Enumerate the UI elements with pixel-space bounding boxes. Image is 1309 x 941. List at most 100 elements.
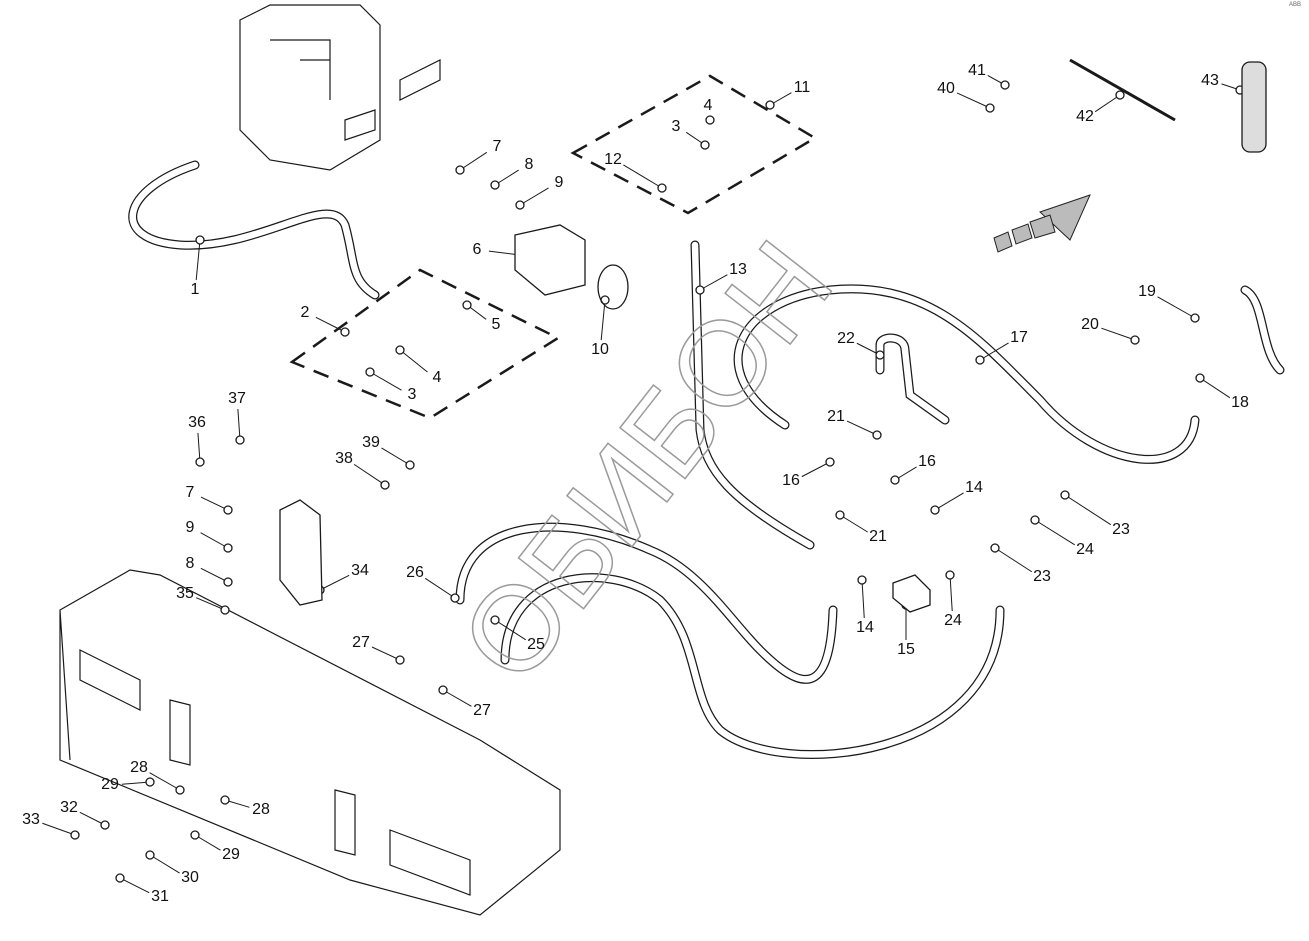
fittings xyxy=(70,58,1267,883)
callout-8: 8 xyxy=(525,156,534,173)
callout-15: 15 xyxy=(897,641,915,658)
callout-31: 31 xyxy=(151,888,169,905)
leader-line xyxy=(442,689,472,707)
hose xyxy=(1240,285,1285,375)
callout-4: 4 xyxy=(433,369,442,386)
callout-35: 35 xyxy=(176,585,194,602)
callout-43: 43 xyxy=(1201,72,1219,89)
callout-22: 22 xyxy=(837,330,855,347)
fitting-part xyxy=(175,785,185,795)
kit-box-2 xyxy=(289,268,561,420)
fitting-part xyxy=(1130,335,1140,345)
fitting-part xyxy=(195,235,205,245)
watermark-text: ОБИБОН xyxy=(435,217,858,706)
callout-28: 28 xyxy=(130,759,148,776)
tie-strap xyxy=(1069,58,1176,122)
fitting-part xyxy=(395,345,405,355)
direction-arrow-icon xyxy=(993,194,1091,253)
watermark-logo: ОБИБОН xyxy=(434,216,859,706)
leader-line xyxy=(494,169,519,186)
sleeve xyxy=(1241,61,1267,153)
kit-box-11 xyxy=(570,74,818,215)
callout-7: 7 xyxy=(186,484,195,501)
leader-line xyxy=(839,514,868,533)
callout-2: 2 xyxy=(301,304,310,321)
leader-line xyxy=(459,151,488,171)
callout-6: 6 xyxy=(473,241,482,258)
callout-23: 23 xyxy=(1033,568,1051,585)
callout-37: 37 xyxy=(228,390,246,407)
fitting-part xyxy=(145,850,155,860)
callout-8: 8 xyxy=(186,555,195,572)
leader-line xyxy=(200,567,229,583)
fitting-part xyxy=(100,820,110,830)
fitting-part xyxy=(975,355,985,365)
leader-line xyxy=(846,420,878,436)
callout-16: 16 xyxy=(918,453,936,470)
fitting-part xyxy=(1000,80,1010,90)
fitting-part xyxy=(220,795,230,805)
callout-7: 7 xyxy=(493,138,502,155)
leader-line xyxy=(600,299,606,341)
fitting-part xyxy=(825,457,835,467)
fitting-part xyxy=(875,350,885,360)
callout-1: 1 xyxy=(191,281,200,298)
callout-29: 29 xyxy=(222,846,240,863)
callout-27: 27 xyxy=(352,634,370,651)
callout-14: 14 xyxy=(965,479,983,496)
callout-3: 3 xyxy=(672,118,681,135)
callout-38: 38 xyxy=(335,450,353,467)
fitting-part xyxy=(365,367,375,377)
callout-34: 34 xyxy=(351,562,369,579)
frame-rail xyxy=(59,569,561,916)
fitting-part xyxy=(490,615,500,625)
callout-20: 20 xyxy=(1081,316,1099,333)
leader-line xyxy=(195,239,201,281)
leader-line xyxy=(319,574,350,591)
leader-line xyxy=(801,461,831,478)
hose xyxy=(128,160,380,300)
leader-line xyxy=(424,577,456,599)
fitting-part xyxy=(930,505,940,515)
callout-14: 14 xyxy=(856,619,874,636)
leader-line xyxy=(197,432,201,463)
o-ring xyxy=(597,264,629,310)
fitting-part xyxy=(1060,490,1070,500)
leader-line xyxy=(381,447,411,466)
callout-36: 36 xyxy=(188,414,206,431)
callout-23: 23 xyxy=(1112,521,1130,538)
fitting-part xyxy=(835,510,845,520)
valve-block xyxy=(892,574,931,613)
fitting-part xyxy=(890,475,900,485)
fitting-part xyxy=(220,605,230,615)
fitting-part xyxy=(1195,373,1205,383)
fitting-part xyxy=(705,115,715,125)
callout-39: 39 xyxy=(362,434,380,451)
leader-line xyxy=(1064,494,1112,526)
fitting-part xyxy=(945,570,955,580)
leader-line xyxy=(121,781,151,785)
fitting-part xyxy=(462,300,472,310)
callout-30: 30 xyxy=(181,869,199,886)
callout-17: 17 xyxy=(1010,329,1028,346)
callout-16: 16 xyxy=(782,472,800,489)
leader-line xyxy=(79,811,106,826)
fitting-part xyxy=(985,103,995,113)
leader-line xyxy=(194,834,221,851)
hose xyxy=(500,573,1005,760)
leader-line xyxy=(1101,327,1136,341)
callout-32: 32 xyxy=(60,799,78,816)
fitting-part xyxy=(380,480,390,490)
callout-5: 5 xyxy=(492,316,501,333)
leader-line xyxy=(934,492,964,511)
callout-41: 41 xyxy=(968,62,986,79)
callout-29: 29 xyxy=(101,776,119,793)
fitting-part xyxy=(195,457,205,467)
callout-26: 26 xyxy=(406,564,424,581)
fitting-part xyxy=(695,285,705,295)
callout-18: 18 xyxy=(1231,394,1249,411)
callout-40: 40 xyxy=(937,80,955,97)
callout-12: 12 xyxy=(604,151,622,168)
callout-4: 4 xyxy=(704,97,713,114)
